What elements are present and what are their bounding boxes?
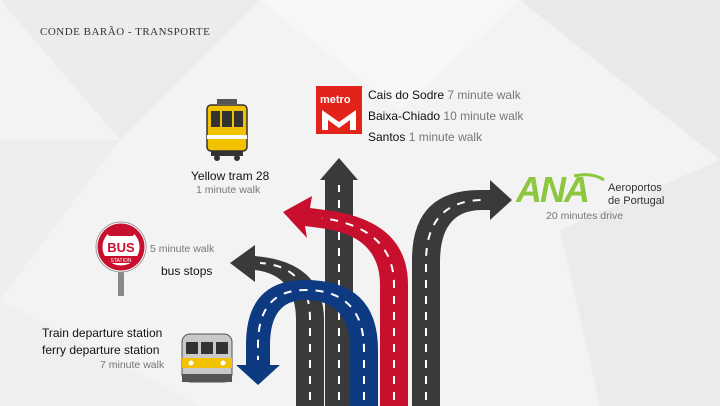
bus-sign-icon: BUS STATION <box>95 221 147 296</box>
train-walk: 7 minute walk <box>100 359 165 371</box>
road-to-bus <box>230 245 324 406</box>
metro-logo: metro <box>316 86 362 134</box>
bus-walk: 5 minute walk <box>150 243 215 255</box>
page-title: CONDE BARÃO - TRANSPORTE <box>40 26 211 38</box>
metro-station-1: Cais do Sodre 7 minute walk <box>368 88 521 102</box>
road-blue-uturn <box>236 280 378 406</box>
road-red <box>283 196 408 406</box>
bus-label: bus stops <box>161 264 213 278</box>
metro-station-3: Santos 1 minute walk <box>368 130 483 144</box>
tram-label: Yellow tram 28 <box>191 169 270 183</box>
airport-name: Aeroportos de Portugal <box>608 182 664 208</box>
svg-text:STATION: STATION <box>111 258 132 264</box>
train-label-line2: ferry departure station <box>42 343 160 357</box>
airport-drive: 20 minutes drive <box>546 210 624 222</box>
metro-m-icon: metro <box>320 94 356 130</box>
airport-name-line1: Aeroportos <box>608 182 662 194</box>
train-icon <box>181 333 233 383</box>
airport-name-line2: de Portugal <box>608 195 665 207</box>
svg-text:metro: metro <box>320 94 351 106</box>
tram-icon <box>206 99 248 161</box>
road-to-airport <box>412 180 512 406</box>
svg-text:BUS: BUS <box>107 240 135 255</box>
tram-walk: 1 minute walk <box>196 184 261 196</box>
metro-station-2: Baixa-Chiado 10 minute walk <box>368 109 524 123</box>
ana-logo: ANA <box>516 170 605 210</box>
train-label-line1: Train departure station <box>42 326 163 340</box>
